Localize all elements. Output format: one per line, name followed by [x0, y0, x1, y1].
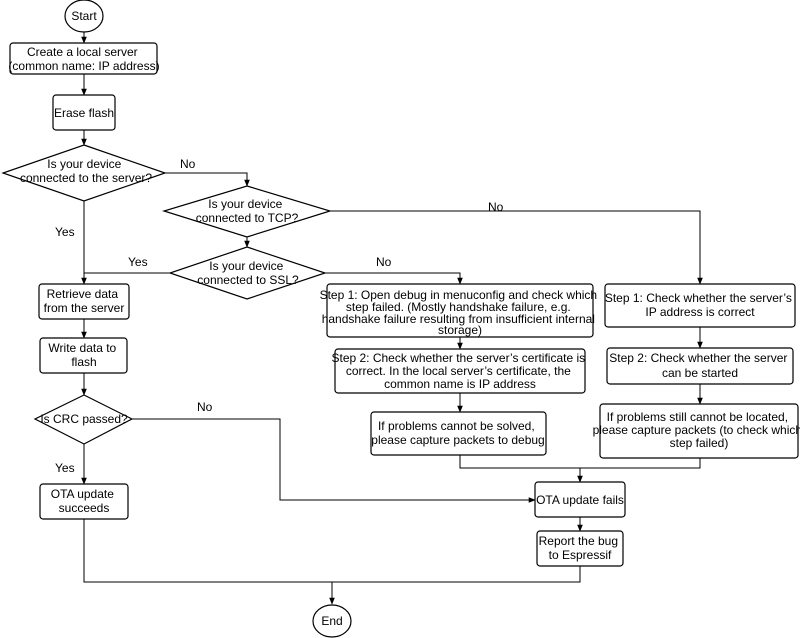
ota-ok-line: OTA update — [51, 487, 114, 501]
label-crc-yes: Yes — [55, 461, 75, 475]
svg-text:Is your device connected: Is your device connected to the server? — [20, 157, 152, 185]
retrieve-data-node: Retrieve data from the server — [38, 283, 130, 320]
svg-text:If problems still cannot be lo: If problems still cannot be located, ple… — [593, 410, 800, 450]
ssl-capture-node: If problems cannot be solved, please cap… — [370, 411, 547, 456]
ssl-step2-line: Step 2: Check whether the server’s certi… — [331, 351, 585, 365]
erase-flash-line: Erase flash — [54, 106, 114, 120]
server-decision-line: Is your device — [47, 157, 121, 171]
tcp-capture-line: please capture packets (to check which — [593, 423, 800, 437]
tcp-capture-line: If problems still cannot be located, — [607, 410, 788, 424]
label-server-yes: Yes — [55, 225, 75, 239]
ssl-step2-node: Step 2: Check whether the server’s certi… — [331, 348, 588, 394]
label-server-no: No — [180, 157, 196, 171]
tcp-step1-line: Step 1: Check whether the server’s — [605, 291, 792, 305]
label-ssl-yes: Yes — [128, 255, 148, 269]
create-server-line: (common name: IP address) — [8, 59, 159, 73]
edge-qserver-no-qtcp — [165, 172, 250, 187]
svg-text:Start: Start — [71, 9, 97, 23]
ssl-capture-line: If problems cannot be solved, — [378, 419, 535, 433]
start-node: Start — [64, 0, 104, 33]
svg-text:Report the bug to Espres: Report the bug to Espressif — [539, 534, 622, 562]
crc-passed-decision: Is CRC passed? — [33, 394, 134, 445]
ssl-capture-line: please capture packets to debug — [371, 433, 544, 447]
svg-text:Is CRC passed?: Is CRC passed? — [40, 412, 128, 426]
edge-report-end — [332, 566, 581, 583]
svg-text:Create a local server (c: Create a local server (common name: IP a… — [8, 45, 159, 73]
svg-text:Step 1: Check whether the serv: Step 1: Check whether the server’s IP ad… — [605, 291, 795, 319]
crc-decision-line: Is CRC passed? — [40, 412, 128, 426]
svg-text:OTA update fails: OTA update fails — [536, 493, 624, 507]
edge-sslcapture-otafail — [459, 455, 580, 469]
svg-text:If problems cannot be solved,: If problems cannot be solved, please cap… — [371, 419, 544, 447]
tcp-step2-line: can be started — [662, 366, 738, 380]
ssl-step1-line: handshake failure resulting from insuffi… — [322, 312, 595, 326]
ssl-connected-decision: Is your device connected to SSL? — [168, 246, 327, 300]
end-node: End — [312, 604, 352, 638]
svg-text:Retrieve data from the s: Retrieve data from the server — [44, 287, 125, 315]
ssl-step1-line: storage) — [438, 323, 482, 337]
tcp-step1-line: IP address is correct — [645, 305, 755, 319]
edge-qcrc-no-otafail — [132, 418, 536, 503]
svg-text:End: End — [321, 614, 342, 628]
label-tcp-no: No — [488, 200, 504, 214]
server-connected-decision: Is your device connected to the server? — [1, 144, 167, 202]
start-line: Start — [71, 9, 97, 23]
edges — [81, 32, 703, 605]
svg-text:Step 2: Check whether the serv: Step 2: Check whether the server’s certi… — [331, 351, 588, 391]
report-bug-node: Report the bug to Espressif — [536, 530, 624, 567]
ota-fails-node: OTA update fails — [534, 481, 626, 518]
ssl-step1-line: step failed. (Mostly handshake failure, … — [346, 300, 571, 314]
write-data-node: Write data to flash — [39, 337, 128, 374]
create-server-line: Create a local server — [27, 45, 138, 59]
edge-tcpcapture-otafail — [577, 458, 701, 483]
ota-succeeds-node: OTA update succeeds — [39, 483, 129, 520]
tcp-step2-line: Step 2: Check whether the server — [609, 351, 787, 365]
edge-qssl-no-sslstep1 — [325, 272, 463, 285]
edge-qtcp-no-tcpstep1 — [330, 210, 703, 285]
tcp-capture-line: step failed) — [670, 436, 729, 450]
label-crc-no: No — [197, 400, 213, 414]
svg-text:Step 2: Check whether the serv: Step 2: Check whether the server can be … — [609, 351, 790, 380]
ssl-step2-line: correct. In the local server’s certifica… — [346, 364, 571, 378]
label-ssl-no: No — [376, 255, 392, 269]
tcp-decision-line: connected to TCP? — [196, 211, 299, 225]
ssl-step1-node: Step 1: Open debug in menuconfig and che… — [320, 283, 601, 338]
ota-ok-line: succeeds — [59, 501, 110, 515]
create-server-node: Create a local server (common name: IP a… — [8, 42, 160, 75]
server-decision-line: connected to the server? — [20, 171, 152, 185]
tcp-step2-node: Step 2: Check whether the server can be … — [606, 347, 794, 385]
tcp-step1-node: Step 1: Check whether the server’s IP ad… — [604, 283, 796, 328]
write-line: flash — [71, 355, 96, 369]
svg-text:Is your device connected: Is your device connected to SSL? — [197, 259, 299, 287]
report-line: to Espressif — [549, 548, 612, 562]
ssl-step1-line: Step 1: Open debug in menuconfig and che… — [320, 288, 598, 302]
ssl-decision-line: connected to SSL? — [197, 273, 299, 287]
svg-text:Is your device connected: Is your device connected to TCP? — [196, 197, 299, 225]
tcp-capture-node: If problems still cannot be located, ple… — [593, 403, 800, 459]
ssl-decision-line: Is your device — [209, 259, 283, 273]
end-line: End — [321, 614, 342, 628]
svg-text:Erase flash: Erase flash — [54, 106, 114, 120]
tcp-decision-line: Is your device — [208, 197, 282, 211]
report-line: Report the bug — [539, 534, 618, 548]
write-line: Write data to — [48, 341, 116, 355]
edge-otaok-end — [83, 519, 335, 605]
retrieve-line: from the server — [44, 301, 125, 315]
ssl-step2-line: common name is IP address — [384, 377, 536, 391]
svg-text:Write data to flash: Write data to flash — [48, 341, 119, 369]
svg-text:OTA update succeeds: OTA update succeeds — [51, 487, 118, 515]
erase-flash-node: Erase flash — [52, 94, 116, 131]
tcp-connected-decision: Is your device connected to TCP? — [161, 185, 333, 238]
svg-text:Step 1: Open debug in menuconf: Step 1: Open debug in menuconfig and che… — [320, 288, 601, 337]
edge-labels: No Yes No Yes No No Yes — [55, 157, 504, 475]
ota-fail-line: OTA update fails — [536, 493, 624, 507]
retrieve-line: Retrieve data — [47, 287, 119, 301]
